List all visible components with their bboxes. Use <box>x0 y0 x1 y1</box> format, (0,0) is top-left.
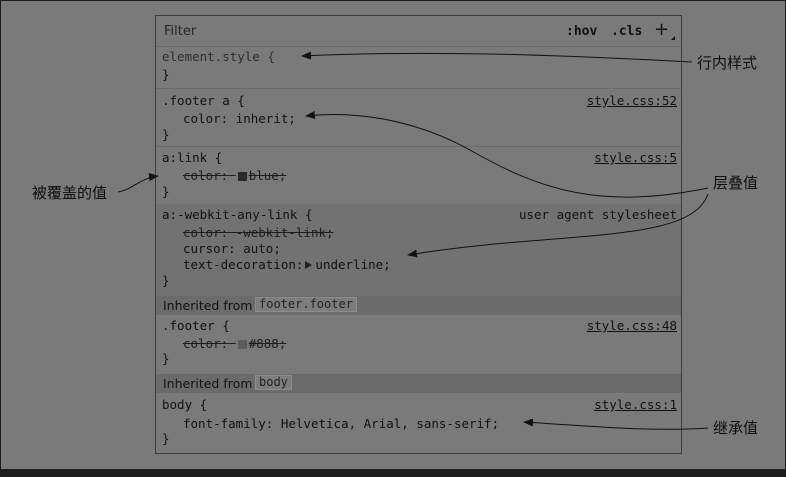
rule-selector[interactable]: body { <box>162 397 208 412</box>
inherited-label: Inherited from <box>163 376 253 391</box>
rule-close-brace: } <box>162 127 170 142</box>
property-value[interactable]: auto; <box>243 241 281 256</box>
property-declaration[interactable]: cursor: auto; <box>183 241 281 256</box>
inherited-node-chip[interactable]: footer.footer <box>255 297 357 312</box>
property-value[interactable]: #888; <box>248 336 287 351</box>
property-name[interactable]: cursor <box>183 241 229 256</box>
source-link[interactable]: style.css:1 <box>594 397 677 412</box>
property-name[interactable]: color: <box>183 336 229 351</box>
rule-selector[interactable]: a:-webkit-any-link { <box>162 207 313 222</box>
property-value[interactable]: -webkit-link; <box>235 225 334 240</box>
rule-body: body { style.css:1 font-family: Helvetic… <box>156 393 681 453</box>
property-value[interactable]: blue; <box>248 168 287 183</box>
property-value[interactable]: Helvetica, Arial, sans-serif; <box>280 416 500 431</box>
overridden-declaration[interactable]: color: blue; <box>183 168 286 184</box>
rule-selector[interactable]: .footer { <box>162 318 230 333</box>
color-swatch[interactable] <box>237 340 247 349</box>
annotation-inline-style: 行内样式 <box>697 54 758 72</box>
property-value[interactable]: inherit; <box>235 111 296 126</box>
filter-input[interactable]: Filter <box>164 24 197 39</box>
arrow-overridden <box>117 173 159 193</box>
overridden-declaration[interactable]: color: #888; <box>183 336 286 352</box>
property-declaration[interactable]: font-family: Helvetica, Arial, sans-seri… <box>183 416 500 431</box>
rule-selector[interactable]: element.style { <box>162 49 275 64</box>
corner-triangle-icon <box>671 36 675 40</box>
rule-close-brace: } <box>162 273 170 288</box>
overridden-declaration[interactable]: color: -webkit-link; <box>183 225 334 241</box>
new-style-rule-button[interactable]: + <box>654 19 670 40</box>
styles-toolbar: Filter :hov .cls + <box>156 16 681 47</box>
inherited-header-body: Inherited from body <box>156 374 681 393</box>
annotation-overridden: 被覆盖的值 <box>32 184 108 202</box>
property-name[interactable]: color <box>183 111 221 126</box>
property-declaration[interactable]: text-decoration: underline; <box>183 257 391 273</box>
expand-triangle-icon[interactable] <box>305 261 313 269</box>
source-link[interactable]: style.css:48 <box>586 318 677 333</box>
user-agent-source: user agent stylesheet <box>518 207 677 222</box>
source-link[interactable]: style.css:52 <box>586 93 677 108</box>
inherited-node-chip[interactable]: body <box>255 375 292 390</box>
rule-close-brace: } <box>162 184 170 199</box>
property-value[interactable]: underline; <box>315 257 391 272</box>
property-name[interactable]: color: <box>183 225 229 240</box>
annotation-cascaded: 层叠值 <box>713 174 759 192</box>
property-name[interactable]: text-decoration: <box>183 257 304 272</box>
rule-close-brace: } <box>162 67 170 82</box>
rule-footer: .footer { style.css:48 color: #888; } <box>156 315 681 373</box>
hov-toggle-button[interactable]: :hov <box>566 24 598 39</box>
inherited-label: Inherited from <box>163 298 253 313</box>
rule-selector[interactable]: a:link { <box>162 150 223 165</box>
rule-close-brace: } <box>162 431 170 446</box>
annotation-inherited: 继承值 <box>713 419 759 437</box>
rule-close-brace: } <box>162 351 170 366</box>
rule-footer-a: .footer a { style.css:52 color: inherit;… <box>156 90 681 147</box>
bottom-strip <box>0 469 786 477</box>
color-swatch[interactable] <box>237 172 247 181</box>
property-name[interactable]: color: <box>183 168 229 183</box>
inherited-header-footer: Inherited from footer.footer <box>156 296 681 315</box>
property-name[interactable]: font-family <box>183 416 266 431</box>
source-link[interactable]: style.css:5 <box>594 150 677 165</box>
property-declaration[interactable]: color: inherit; <box>183 111 296 126</box>
rule-a-link: a:link { style.css:5 color: blue; } <box>156 148 681 204</box>
rule-selector[interactable]: .footer a { <box>162 93 245 108</box>
rule-webkit-any-link: a:-webkit-any-link { user agent styleshe… <box>156 204 681 296</box>
rule-element-style: element.style { } <box>156 47 681 89</box>
styles-panel: Filter :hov .cls + element.style { } .fo… <box>155 15 682 454</box>
cls-toggle-button[interactable]: .cls <box>611 24 643 39</box>
